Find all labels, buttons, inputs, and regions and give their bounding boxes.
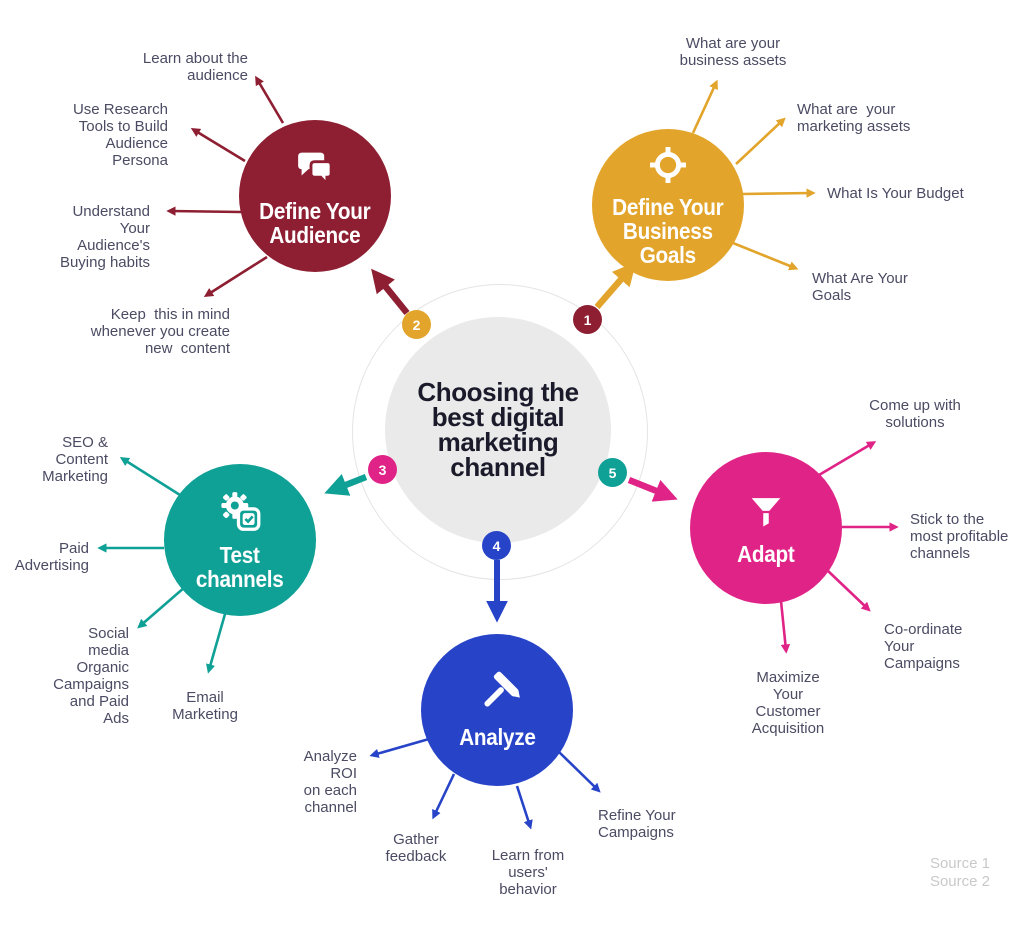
spoke-arrow (255, 75, 285, 124)
label-learn-about-audience: Learn about the audience (142, 50, 248, 84)
spoke-arrow (779, 600, 791, 654)
node-title: Define Your Audience (259, 197, 371, 248)
spoke-arrow (369, 737, 430, 758)
label-seo-content-marketing: SEO & Content Marketing (42, 434, 108, 485)
label-use-research-tools: Use Research Tools to Build Audience Per… (72, 101, 168, 169)
node-title: Analyze (458, 723, 536, 750)
label-email-marketing: Email Marketing (172, 689, 238, 723)
main-arrow-to-audience (371, 268, 410, 316)
label-keep-in-mind: Keep this in mind whenever you create ne… (90, 306, 230, 357)
label-stick-profitable-channels: Stick to the most profitable channels (910, 511, 1009, 562)
badge-step-2: 2 (402, 310, 431, 339)
spoke-arrow (558, 751, 601, 793)
comments-icon (292, 145, 338, 196)
label-business-assets: What are your business assets (679, 35, 787, 69)
spoke-arrow (818, 441, 877, 477)
spoke-arrow (515, 785, 533, 830)
node-test-channels: Test channels (164, 464, 316, 616)
node-analyze: Analyze (421, 634, 573, 786)
main-arrow-to-adapt (627, 476, 678, 502)
spoke-arrow (691, 79, 718, 134)
node-title: Define Your Business Goals (612, 193, 724, 269)
spoke-arrow (206, 613, 227, 674)
badge-step-1: 1 (573, 305, 602, 334)
label-come-up-with-solutions: Come up with solutions (869, 397, 961, 431)
spoke-arrow (826, 569, 871, 612)
label-analyze-roi: Analyze ROI on each channel (303, 748, 357, 816)
label-social-media-campaigns: Social media Organic Campaigns and Paid … (53, 625, 129, 727)
gear-check-icon (217, 489, 263, 540)
label-refine-campaigns: Refine Your Campaigns (598, 807, 676, 841)
analyze-spokes (369, 737, 601, 830)
business-goals-spokes (691, 79, 816, 271)
node-define-your-audience: Define Your Audience (239, 120, 391, 272)
label-marketing-assets: What are your marketing assets (797, 101, 911, 135)
spoke-arrow (190, 128, 246, 163)
main-arrow-to-business-goals (594, 261, 637, 310)
badge-step-3: 3 (368, 455, 397, 484)
spoke-arrow (203, 255, 268, 298)
spoke-arrow (432, 773, 456, 820)
spoke-arrow (735, 117, 786, 165)
target-icon (646, 143, 690, 192)
badge-step-4: 4 (482, 531, 511, 560)
funnel-icon (744, 490, 788, 539)
label-coordinate-campaigns: Co-ordinate Your Campaigns (884, 621, 963, 672)
sources-block: Source 1 Source 2 (890, 855, 990, 890)
spoke-arrow (742, 188, 816, 198)
main-arrow-to-test-channels (324, 473, 368, 496)
node-title: Test channels (196, 541, 284, 592)
label-maximize-customer-acquisition: Maximize Your Customer Acquisition (751, 669, 825, 737)
badge-step-5: 5 (598, 458, 627, 487)
node-title: Adapt (737, 540, 795, 567)
spoke-arrow (732, 241, 799, 271)
node-define-your-business-goals: Define Your Business Goals (592, 129, 744, 281)
spoke-arrow (137, 586, 186, 629)
center-topic-circle: Choosing the best digital marketing chan… (385, 317, 611, 543)
spoke-arrow (119, 457, 181, 497)
spoke-arrow (166, 206, 242, 216)
audience-spokes (166, 75, 285, 298)
center-topic-title: Choosing the best digital marketing chan… (417, 377, 579, 482)
source-1-link[interactable]: Source 1 (929, 855, 990, 872)
hammer-icon (474, 671, 520, 722)
source-2-link[interactable]: Source 2 (929, 872, 990, 890)
label-paid-advertising: Paid Advertising (14, 540, 89, 574)
label-budget: What Is Your Budget (827, 185, 964, 202)
adapt-spokes (779, 441, 899, 654)
label-understand-buying-habits: Understand Your Audience's Buying habits (59, 203, 150, 271)
label-goals: What Are Your Goals (812, 270, 908, 304)
label-gather-feedback: Gather feedback (385, 831, 447, 865)
label-learn-users-behavior: Learn from users' behavior (491, 847, 565, 898)
test-channels-spokes (97, 457, 227, 674)
node-adapt: Adapt (690, 452, 842, 604)
